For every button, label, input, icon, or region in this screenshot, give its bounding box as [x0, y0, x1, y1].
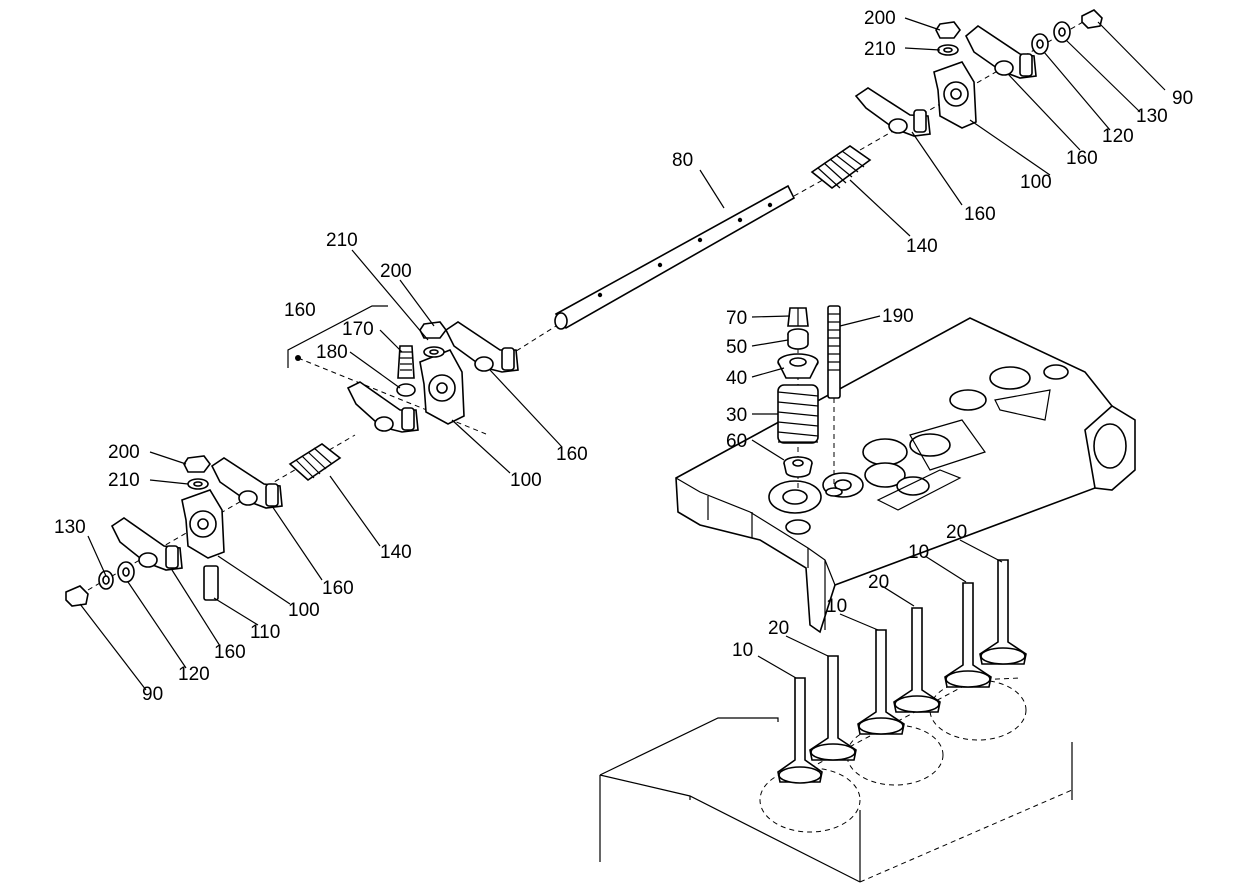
label-40: 40 [726, 368, 747, 389]
washer-120-left [117, 561, 135, 583]
valve-10-c [944, 582, 992, 688]
valve-spring-stack [777, 307, 819, 490]
label-140-left: 140 [380, 542, 412, 563]
label-100-mid: 100 [510, 470, 542, 491]
label-120-top: 120 [1102, 126, 1134, 147]
label-130-top: 130 [1136, 106, 1168, 127]
valve-20-c [979, 559, 1027, 665]
valve-cotter-70 [787, 307, 809, 327]
label-200-left: 200 [108, 442, 140, 463]
rocker-bracket-100-top [933, 61, 977, 129]
washer-210-mid [423, 346, 445, 358]
label-110: 110 [250, 622, 280, 643]
valves [777, 559, 1027, 784]
cylinder-head [675, 317, 1136, 634]
label-90-left: 90 [142, 684, 163, 705]
washer-120-top [1031, 33, 1049, 55]
label-210-top: 210 [864, 39, 896, 60]
rocker-arm-160-top-lower [854, 87, 931, 137]
label-20-a: 20 [946, 522, 967, 543]
washer-210-top [937, 44, 959, 56]
stud-bolt-190 [825, 305, 843, 497]
label-30: 30 [726, 405, 747, 426]
label-190: 190 [882, 306, 914, 327]
washer-130-top [1053, 21, 1071, 43]
rocker-arm-160-left-upper [210, 457, 283, 509]
label-10-b: 10 [826, 596, 847, 617]
rocker-bracket-100-left [181, 489, 225, 559]
valve-spring-30 [777, 384, 819, 444]
label-140-top: 140 [906, 236, 938, 257]
label-70: 70 [726, 308, 747, 329]
valve-10-b [857, 629, 905, 735]
label-200-top: 200 [864, 8, 896, 29]
valve-stem-seal-60 [783, 456, 813, 478]
label-80: 80 [672, 150, 693, 171]
label-10-a: 10 [908, 542, 929, 563]
rocker-bracket-100-mid [419, 348, 465, 425]
label-210-left: 210 [108, 470, 140, 491]
rocker-arm-160-top-upper [965, 25, 1037, 79]
label-160-left-a: 160 [322, 578, 354, 599]
cylinder-block-outline [599, 677, 1073, 883]
label-180: 180 [316, 342, 348, 363]
washer-210-left [187, 478, 209, 490]
valve-10-a [777, 677, 823, 784]
rocker-arm-160-left-lower [110, 517, 183, 571]
spring-140-left [288, 443, 342, 482]
nut-200-top [935, 21, 961, 39]
rocker-arm-160-mid-upper [444, 321, 519, 373]
label-160-mid: 160 [556, 444, 588, 465]
cap-180 [396, 383, 416, 397]
label-20-b: 20 [868, 572, 889, 593]
callout-labels: 200 210 90 130 120 160 100 160 80 140 21… [54, 8, 1193, 705]
label-100-top: 100 [1020, 172, 1052, 193]
label-130-left: 130 [54, 517, 86, 538]
label-120-left: 120 [178, 664, 210, 685]
label-160-left-b: 160 [214, 642, 246, 663]
spring-140-top [810, 145, 872, 190]
spring-170 [397, 345, 415, 379]
valve-20-b [893, 607, 941, 713]
bolt-90-top [1081, 9, 1103, 29]
label-160-top-a: 160 [1066, 148, 1098, 169]
label-90-top: 90 [1172, 88, 1193, 109]
rocker-assembly-top [810, 9, 1103, 190]
label-100-left: 100 [288, 600, 320, 621]
spring-retainer-40 [777, 353, 819, 379]
washer-130-left [98, 570, 114, 590]
label-200-mid: 200 [380, 261, 412, 282]
rocker-assembly-middle [287, 305, 519, 435]
valve-20-a [809, 655, 857, 761]
label-10-c: 10 [732, 640, 753, 661]
leader-lines [79, 17, 1166, 691]
rocker-arm-160-mid-lower [346, 381, 419, 433]
label-170: 170 [342, 319, 374, 340]
nut-200-left [183, 455, 211, 473]
label-210-mid: 210 [326, 230, 358, 251]
label-50: 50 [726, 337, 747, 358]
label-20-c: 20 [768, 618, 789, 639]
label-160-bracket: 160 [284, 300, 316, 321]
valve-cap-50 [787, 328, 809, 350]
pin-110 [203, 565, 219, 601]
label-60: 60 [726, 431, 747, 452]
bolt-90-left [65, 585, 89, 607]
rocker-assembly-left [65, 434, 356, 607]
rocker-shaft-80 [485, 175, 831, 371]
label-160-top-b: 160 [964, 204, 996, 225]
